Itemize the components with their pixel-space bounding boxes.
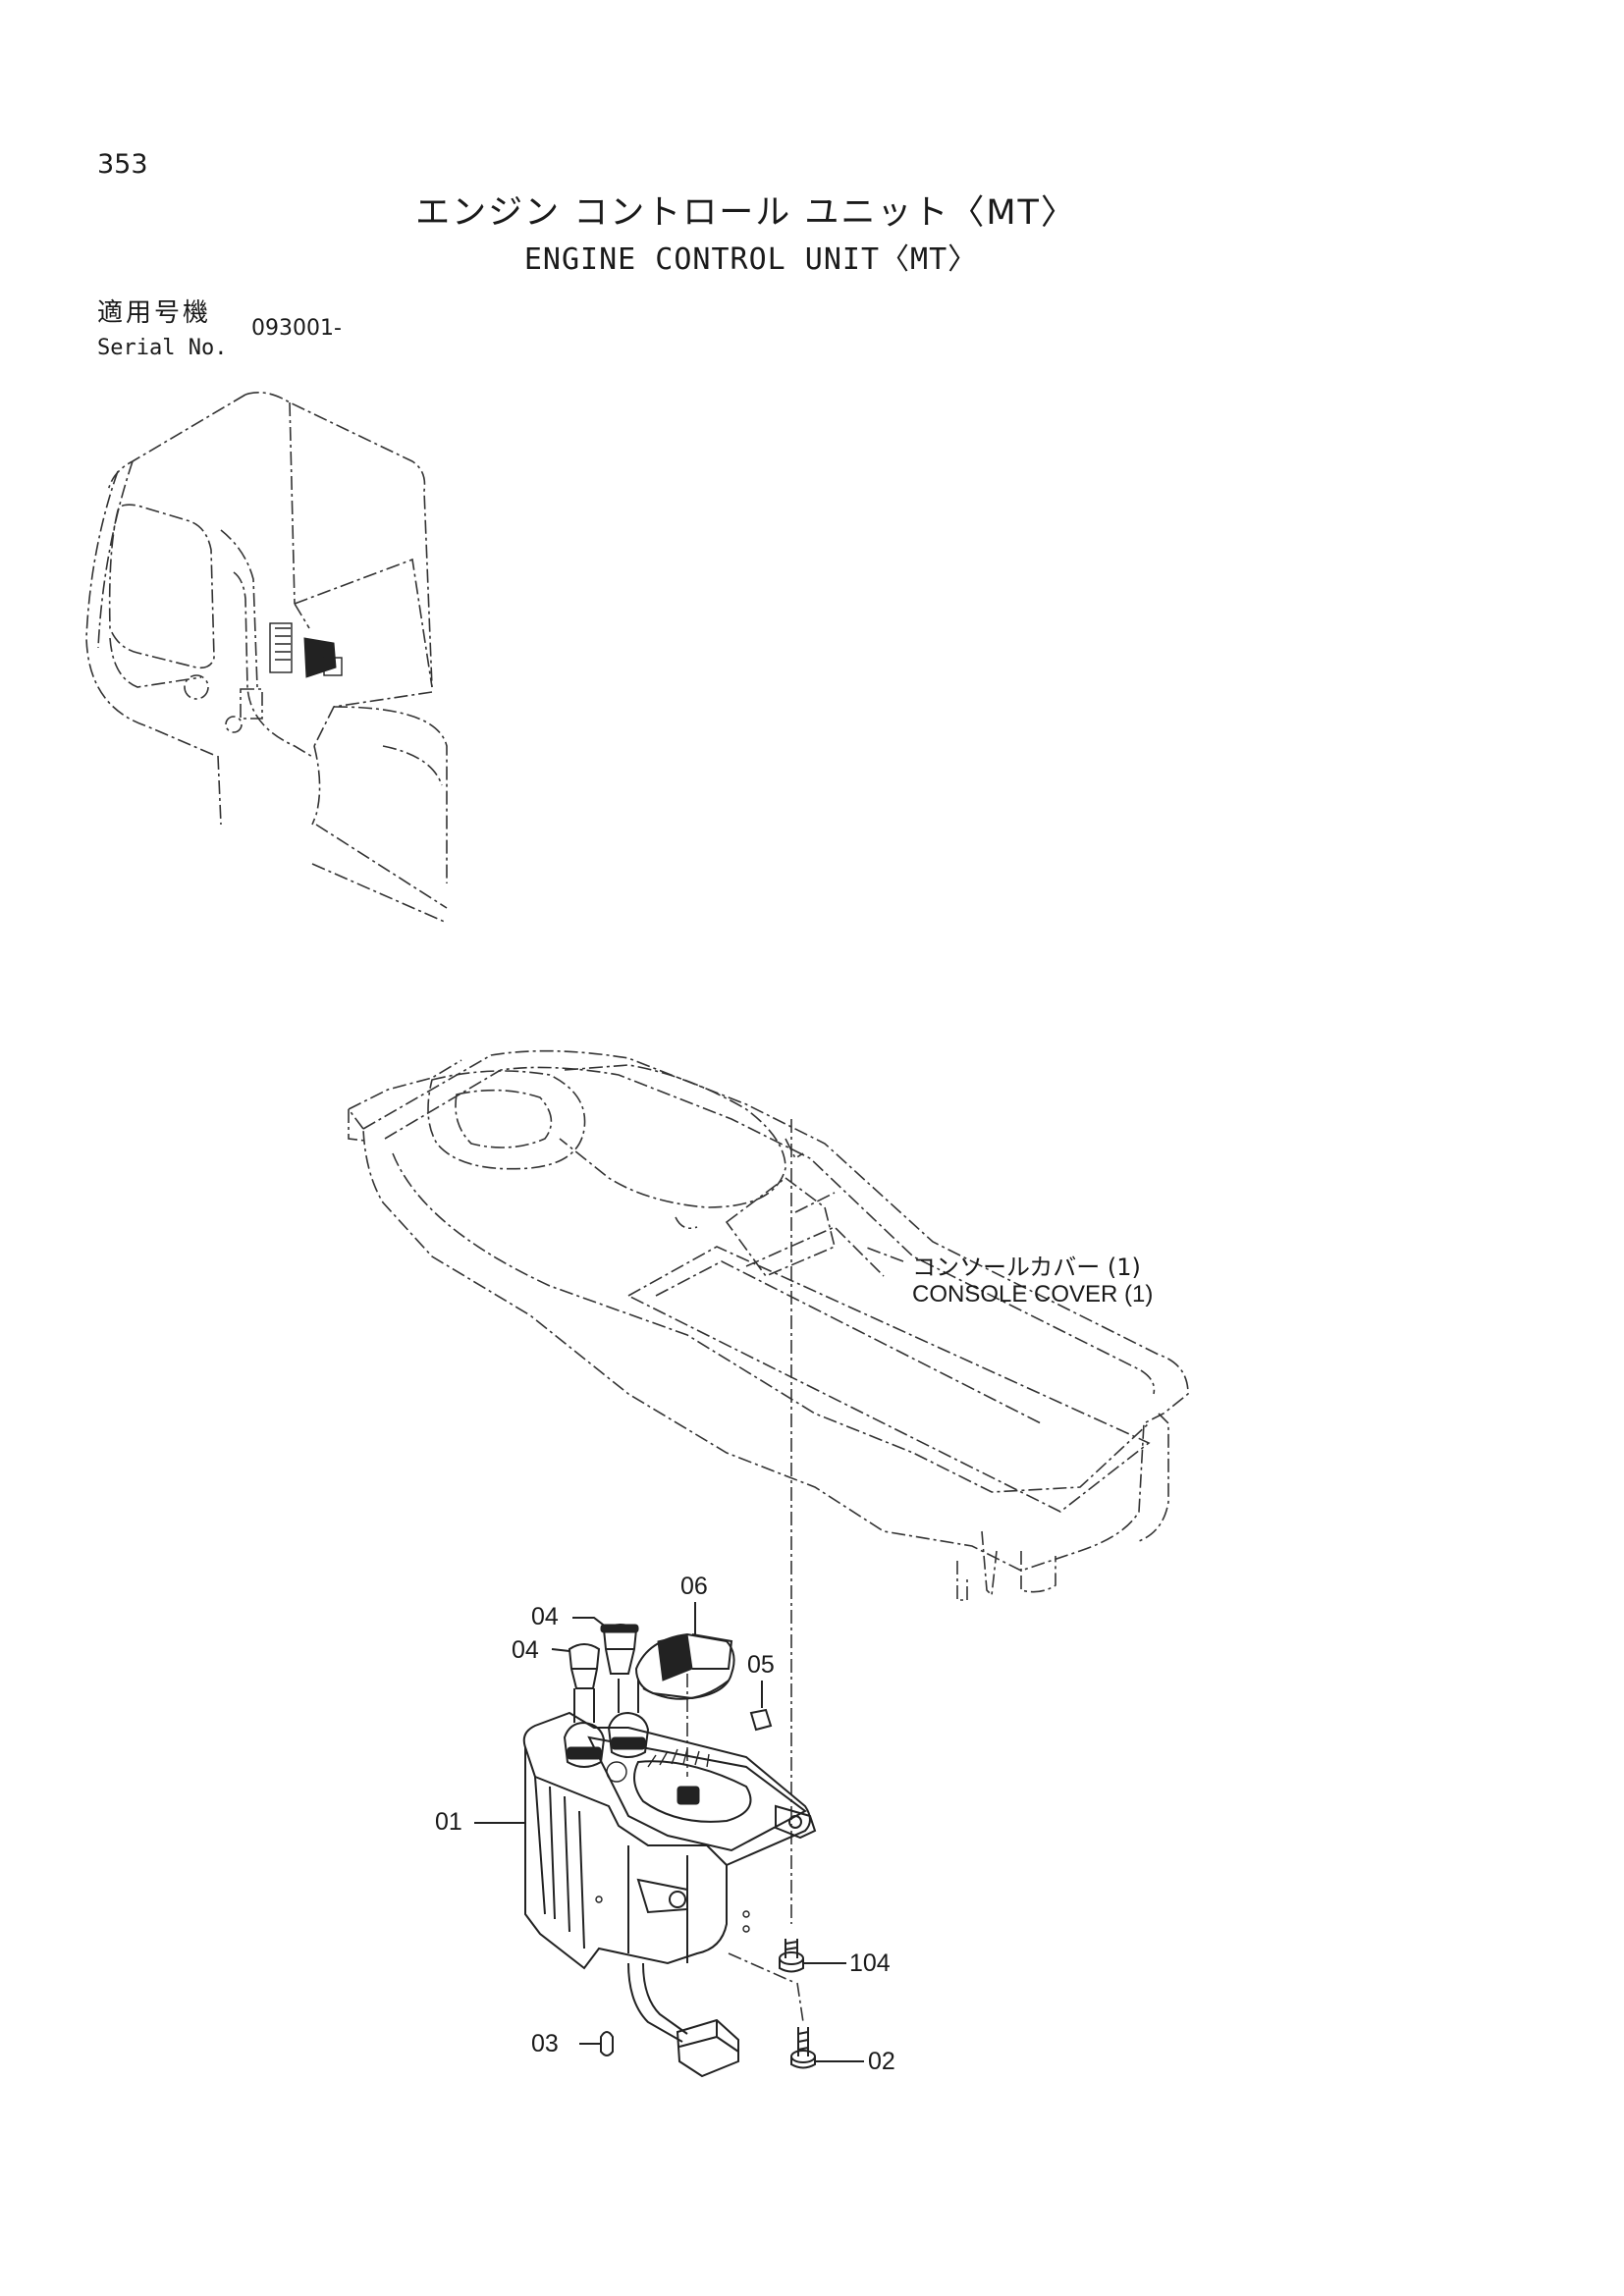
callout-part-04b: 04 [531, 1603, 559, 1630]
part-04b-leader [572, 1617, 608, 1629]
part-06-knob [634, 1632, 735, 1700]
console-cover-label-english: CONSOLE COVER (1) [912, 1281, 1154, 1308]
callout-part-02: 02 [868, 2048, 895, 2075]
small-parts-drawing [474, 1602, 864, 2069]
cab-overview-drawing [85, 392, 448, 924]
callout-part-04a: 04 [512, 1636, 539, 1664]
callout-part-06: 06 [680, 1573, 708, 1600]
callout-part-03: 03 [531, 2030, 559, 2057]
part-02-screw [790, 2027, 864, 2069]
part-104-bolt [779, 1939, 846, 1973]
part-05-pin [749, 1708, 773, 1732]
serial-label-japanese: 適用号機 [97, 298, 212, 328]
callout-part-05: 05 [747, 1651, 775, 1679]
part-04a-leader [551, 1648, 570, 1652]
console-cover-drawing [348, 1049, 1189, 1601]
control-unit-drawing [522, 1679, 817, 2078]
callout-part-01: 01 [435, 1808, 462, 1836]
title-english: ENGINE CONTROL UNIT〈MT〉 [523, 242, 979, 277]
part-03-bulb [579, 2031, 614, 2056]
title-japanese: エンジン コントロール ユニット〈MT〉 [415, 193, 1077, 233]
page-number: 353 [97, 149, 148, 180]
part-04-caps [568, 1624, 639, 1689]
callout-part-104: 104 [849, 1949, 891, 1977]
console-cover-label-japanese: コンソールカバー (1) [912, 1254, 1141, 1281]
serial-label-english: Serial No. [97, 336, 228, 360]
serial-number-value: 093001- [251, 316, 342, 341]
